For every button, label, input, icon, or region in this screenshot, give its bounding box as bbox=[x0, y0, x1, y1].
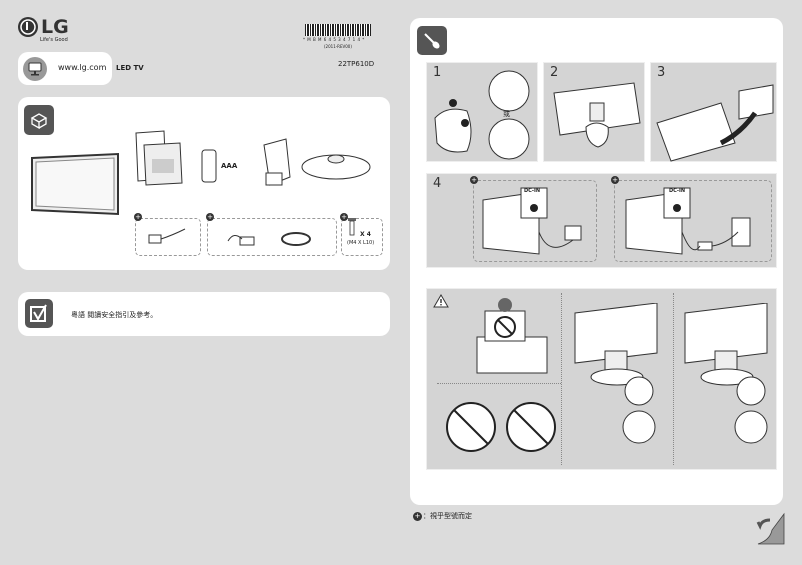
warning-icon bbox=[433, 294, 449, 308]
checkbox-icon bbox=[25, 299, 53, 328]
screws-optional-box bbox=[341, 218, 383, 256]
screw-count: X 4 bbox=[360, 231, 371, 238]
monitor-glyph-icon bbox=[28, 62, 42, 76]
brand-tagline: Life's Good bbox=[40, 37, 68, 43]
tv-illustration bbox=[31, 152, 119, 216]
barcode bbox=[305, 24, 371, 36]
safety-panel: 粵語 閱讀安全指引及參考。 bbox=[18, 292, 390, 336]
step-2-illustration bbox=[553, 82, 641, 148]
product-type: LED TV bbox=[116, 64, 144, 72]
box-icon bbox=[24, 105, 54, 135]
barcode-date: (2011-REV00) bbox=[324, 44, 352, 49]
stand-base-illustration bbox=[301, 154, 371, 180]
or-label: 或 bbox=[503, 110, 510, 118]
model-number: 22TP610D bbox=[338, 60, 375, 68]
brand-logo: LG bbox=[41, 16, 69, 38]
step-3-illustration bbox=[656, 84, 774, 162]
divider bbox=[437, 383, 561, 384]
divider bbox=[673, 293, 674, 465]
adapter-optional-box bbox=[135, 218, 201, 256]
adapter-cable-optional-box bbox=[207, 218, 337, 256]
optional-note: ：視乎型號而定 bbox=[423, 512, 472, 520]
step-number: 1 bbox=[433, 65, 442, 80]
optional-icon: + bbox=[340, 213, 348, 221]
optional-icon: + bbox=[611, 176, 619, 184]
connection-option-b bbox=[614, 180, 772, 262]
step-2-box: 2 bbox=[543, 62, 645, 162]
open-box-glyph-icon bbox=[30, 113, 48, 129]
stand-check-illustration-a bbox=[574, 303, 658, 444]
connection-a-illustration bbox=[482, 187, 582, 255]
battery-label: AAA bbox=[221, 162, 238, 170]
manual-illustration bbox=[135, 130, 183, 186]
step-4-box: 4 + DC-IN + DC-IN bbox=[426, 173, 777, 268]
adapter-illustration bbox=[227, 232, 311, 246]
adapter-small-illustration bbox=[148, 228, 186, 244]
lg-logo-icon bbox=[18, 17, 38, 37]
barcode-number: * M B M 6 4 5 3 4 7 1 4 * bbox=[303, 37, 365, 42]
assembly-panel: 1 或 2 3 4 + DC-IN + DC-IN bbox=[410, 18, 783, 505]
dc-in-label: DC-IN bbox=[669, 188, 686, 194]
connection-option-a bbox=[473, 180, 597, 262]
website-link[interactable]: www.lg.com bbox=[58, 63, 107, 72]
screw-size: (M4 X L10) bbox=[347, 240, 375, 246]
screwdriver-glyph-icon bbox=[424, 33, 440, 49]
website-box: www.lg.com bbox=[18, 52, 112, 85]
connection-b-illustration bbox=[625, 187, 751, 255]
screw-icon bbox=[348, 218, 356, 236]
package-contents-panel: AAA + + + X 4 (M4 X L10) bbox=[18, 97, 390, 270]
optional-icon: + bbox=[470, 176, 478, 184]
check-glyph-icon bbox=[30, 304, 47, 322]
no-lean-illustration bbox=[446, 402, 556, 452]
divider bbox=[561, 293, 562, 465]
optional-icon: + bbox=[413, 512, 422, 521]
stand-check-illustration-b bbox=[684, 303, 768, 444]
stand-neck-illustration bbox=[263, 138, 291, 186]
step-1-illustration bbox=[434, 70, 530, 160]
step-number: 3 bbox=[657, 65, 666, 80]
optional-icon: + bbox=[206, 213, 214, 221]
step-number: 2 bbox=[550, 65, 559, 80]
dc-in-label: DC-IN bbox=[524, 188, 541, 194]
optional-icon: + bbox=[134, 213, 142, 221]
remote-illustration bbox=[201, 149, 217, 183]
no-climbing-illustration bbox=[476, 298, 548, 374]
safety-text: 粵語 閱讀安全指引及參考。 bbox=[71, 311, 158, 319]
step-number: 4 bbox=[433, 176, 442, 191]
warning-box bbox=[426, 288, 777, 470]
step-3-box: 3 bbox=[650, 62, 777, 162]
page-turn-icon bbox=[756, 512, 785, 545]
step-1-box: 1 或 bbox=[426, 62, 538, 162]
